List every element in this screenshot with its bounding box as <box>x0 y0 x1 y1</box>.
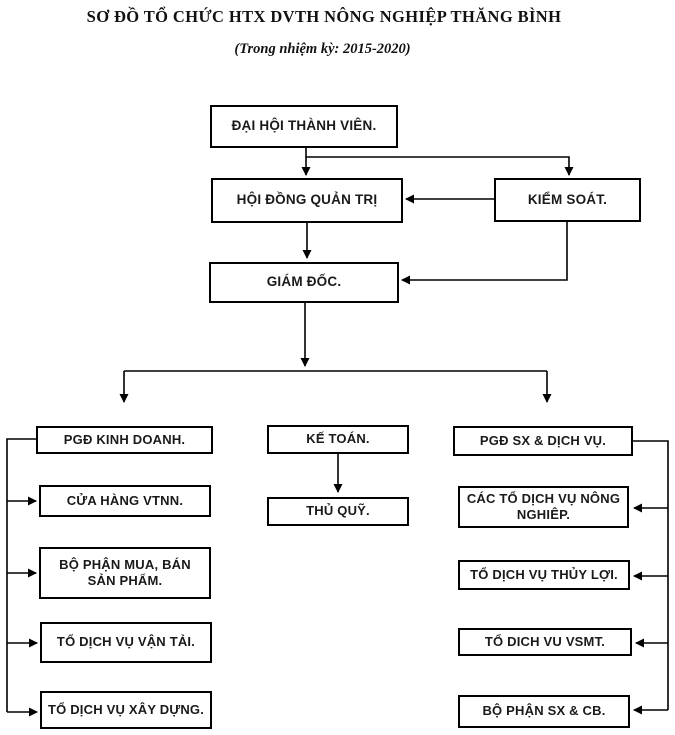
node-dai-hoi-thanh-vien: ĐẠI HỘI THÀNH VIÊN. <box>210 105 398 148</box>
page-subtitle: (Trong nhiệm kỳ: 2015-2020) <box>234 41 411 57</box>
node-to-dich-vu-xay-dung: TỔ DỊCH VỤ XÂY DỰNG. <box>40 691 212 729</box>
edge-kiemsoat-giamdoc <box>401 222 568 285</box>
right-rail <box>633 440 669 710</box>
node-to-dich-vu-vsmt: TỔ DICH VU VSMT. <box>458 628 632 656</box>
left-rail <box>6 438 36 712</box>
node-to-dich-vu-thuy-loi: TỔ DỊCH VỤ THỦY LỢI. <box>458 560 630 590</box>
node-to-dich-vu-van-tai: TỔ DỊCH VỤ VẬN TẢI. <box>40 622 212 663</box>
node-kiem-soat: KIỂM SOÁT. <box>494 178 641 222</box>
node-giam-doc: GIÁM ĐỐC. <box>209 262 399 303</box>
node-bo-phan-sx-cb: BỘ PHẬN SX & CB. <box>458 695 630 728</box>
node-bo-phan-mua-ban: BỘ PHẬN MUA, BÁN SẢN PHẨM. <box>39 547 211 599</box>
node-ke-toan: KẾ TOÁN. <box>267 425 409 454</box>
node-cua-hang-vtnn: CỬA HÀNG VTNN. <box>39 485 211 517</box>
node-pgd-sx-dich-vu: PGĐ SX & DỊCH VỤ. <box>453 426 633 456</box>
page-title: SƠ ĐỒ TỔ CHỨC HTX DVTH NÔNG NGHIỆP THĂNG… <box>86 7 562 26</box>
edge-daihoi-kiemsoat <box>306 156 574 176</box>
node-pgd-kinh-doanh: PGĐ KINH DOANH. <box>36 426 213 454</box>
node-cac-to-dich-vu-nong-nghiep: CÁC TỔ DỊCH VỤ NÔNG NGHIÊP. <box>458 486 629 528</box>
node-thu-quy: THỦ QUỸ. <box>267 497 409 526</box>
node-hoi-dong-quan-tri: HỘI ĐỒNG QUẢN TRỊ <box>211 178 403 223</box>
